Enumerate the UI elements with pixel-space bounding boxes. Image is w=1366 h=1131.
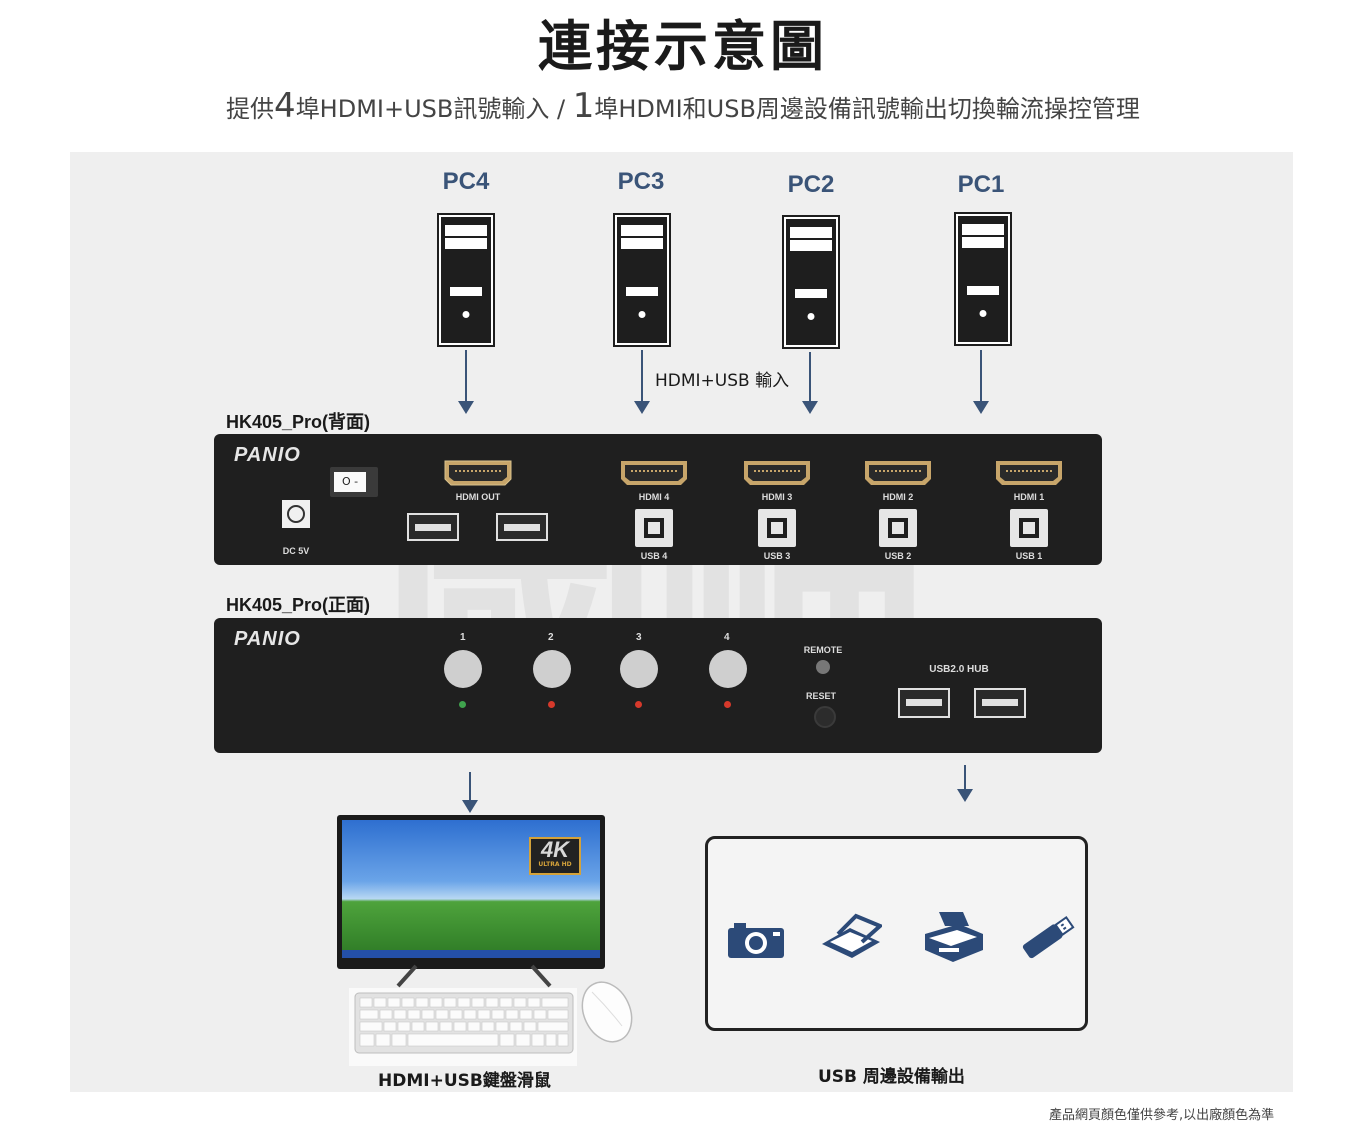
output-right-caption: USB 周邊設備輸出 [818,1067,965,1087]
hdmi-4-label: HDMI 4 [638,492,670,502]
led-4 [724,701,731,708]
subtitle-num1: 4 [274,86,296,126]
port-number-1: 1 [460,632,466,643]
panio-logo: PANIO [234,628,301,650]
arrow-down-icon [973,401,989,414]
color-disclaimer: 產品網頁顏色僅供參考,以出廠顏色為準 [1049,1108,1275,1123]
subtitle-part3: 埠HDMI和USB周邊設備訊號輸出切換輪流操控管理 [594,95,1140,123]
arrow-line [964,765,966,789]
panio-logo: PANIO [234,444,301,466]
arrow-line [641,350,643,401]
4k-badge-text: 4K [540,837,570,862]
led-1 [459,701,466,708]
usb-b-port-icon [879,509,917,547]
pc3-tower-icon [613,213,671,347]
dc-jack [282,500,310,528]
scanner-icon [822,913,882,958]
arrow-down-icon [462,800,478,813]
4k-badge: 4K ULTRA HD [529,837,581,875]
usb-1-label: USB 1 [1015,551,1043,561]
reset-button[interactable] [814,706,836,728]
arrow-line [465,350,467,401]
usb-a-port-icon [496,513,548,541]
power-switch[interactable]: O - [330,467,378,497]
pc2-label: PC2 [787,171,835,198]
usb-b-port-icon [635,509,673,547]
mouse-icon [581,981,633,1043]
hdmi-2-port-icon [865,461,931,485]
hdmi-out-port-icon [444,460,512,486]
arrow-down-icon [802,401,818,414]
back-panel-label: HK405_Pro(背面) [226,412,371,432]
front-panel-label: HK405_Pro(正面) [226,595,371,615]
usb-b-port-icon [758,509,796,547]
arrow-line [980,350,982,401]
arrow-line [469,772,471,800]
hdmi-2-label: HDMI 2 [882,492,914,502]
printer-icon [925,912,983,962]
front-panel: PANIO 1 2 3 4 REMOTE RESET USB2.0 HUB [214,618,1102,753]
page-subtitle: 提供4埠HDMI+USB訊號輸入 / 1埠HDMI和USB周邊設備訊號輸出切換輪… [0,86,1366,126]
remote-label: REMOTE [803,645,843,655]
subtitle-part1: 提供 [226,95,275,123]
back-panel: PANIO O - DC 5V HDMI OUT HDMI 4 HDMI 3 H… [214,434,1102,565]
usb-a-port-icon [407,513,459,541]
reset-label: RESET [805,691,836,701]
arrow-line [809,352,811,401]
select-port-3-button[interactable] [620,650,658,688]
pc3-label: PC3 [617,168,665,195]
pc1-tower-icon [954,212,1012,346]
monitor-icon: 4K ULTRA HD [337,815,605,969]
keyboard-icon [354,992,574,1054]
taskbar [342,950,600,958]
led-2 [548,701,555,708]
usb-drive-icon [1022,916,1075,959]
4k-badge-subtext: ULTRA HD [538,861,572,868]
output-left-caption: HDMI+USB鍵盤滑鼠 [378,1071,551,1091]
page-title: 連接示意圖 [538,15,828,78]
port-number-3: 3 [636,632,642,643]
pc4-tower-icon [437,213,495,347]
subtitle-part2: 埠HDMI+USB訊號輸入 / [295,95,573,123]
select-port-1-button[interactable] [444,650,482,688]
usb-hub-port-icon [974,688,1026,718]
usb-2-label: USB 2 [884,551,912,561]
hdmi-3-label: HDMI 3 [761,492,793,502]
hdmi-out-label: HDMI OUT [455,492,501,502]
port-number-4: 4 [724,632,730,643]
hdmi-4-port-icon [621,461,687,485]
remote-sensor [816,660,830,674]
usb-4-label: USB 4 [640,551,668,561]
arrow-down-icon [957,789,973,802]
dc-label: DC 5V [282,546,310,556]
usb-b-port-icon [1010,509,1048,547]
hdmi-1-label: HDMI 1 [1013,492,1045,502]
monitor-stand-icon [396,964,552,988]
input-label: HDMI+USB 輸入 [655,371,790,391]
arrow-down-icon [458,401,474,414]
switch-label: O - [334,472,366,492]
usb-3-label: USB 3 [763,551,791,561]
arrow-down-icon [634,401,650,414]
pc4-label: PC4 [442,168,490,195]
hdmi-1-port-icon [996,461,1062,485]
led-3 [635,701,642,708]
hdmi-3-port-icon [744,461,810,485]
port-number-2: 2 [548,632,554,643]
pc1-label: PC1 [957,171,1005,198]
select-port-2-button[interactable] [533,650,571,688]
camera-icon [728,923,784,958]
pc2-tower-icon [782,215,840,349]
hub-label: USB2.0 HUB [929,664,989,675]
subtitle-num2: 1 [572,86,595,126]
select-port-4-button[interactable] [709,650,747,688]
usb-hub-port-icon [898,688,950,718]
